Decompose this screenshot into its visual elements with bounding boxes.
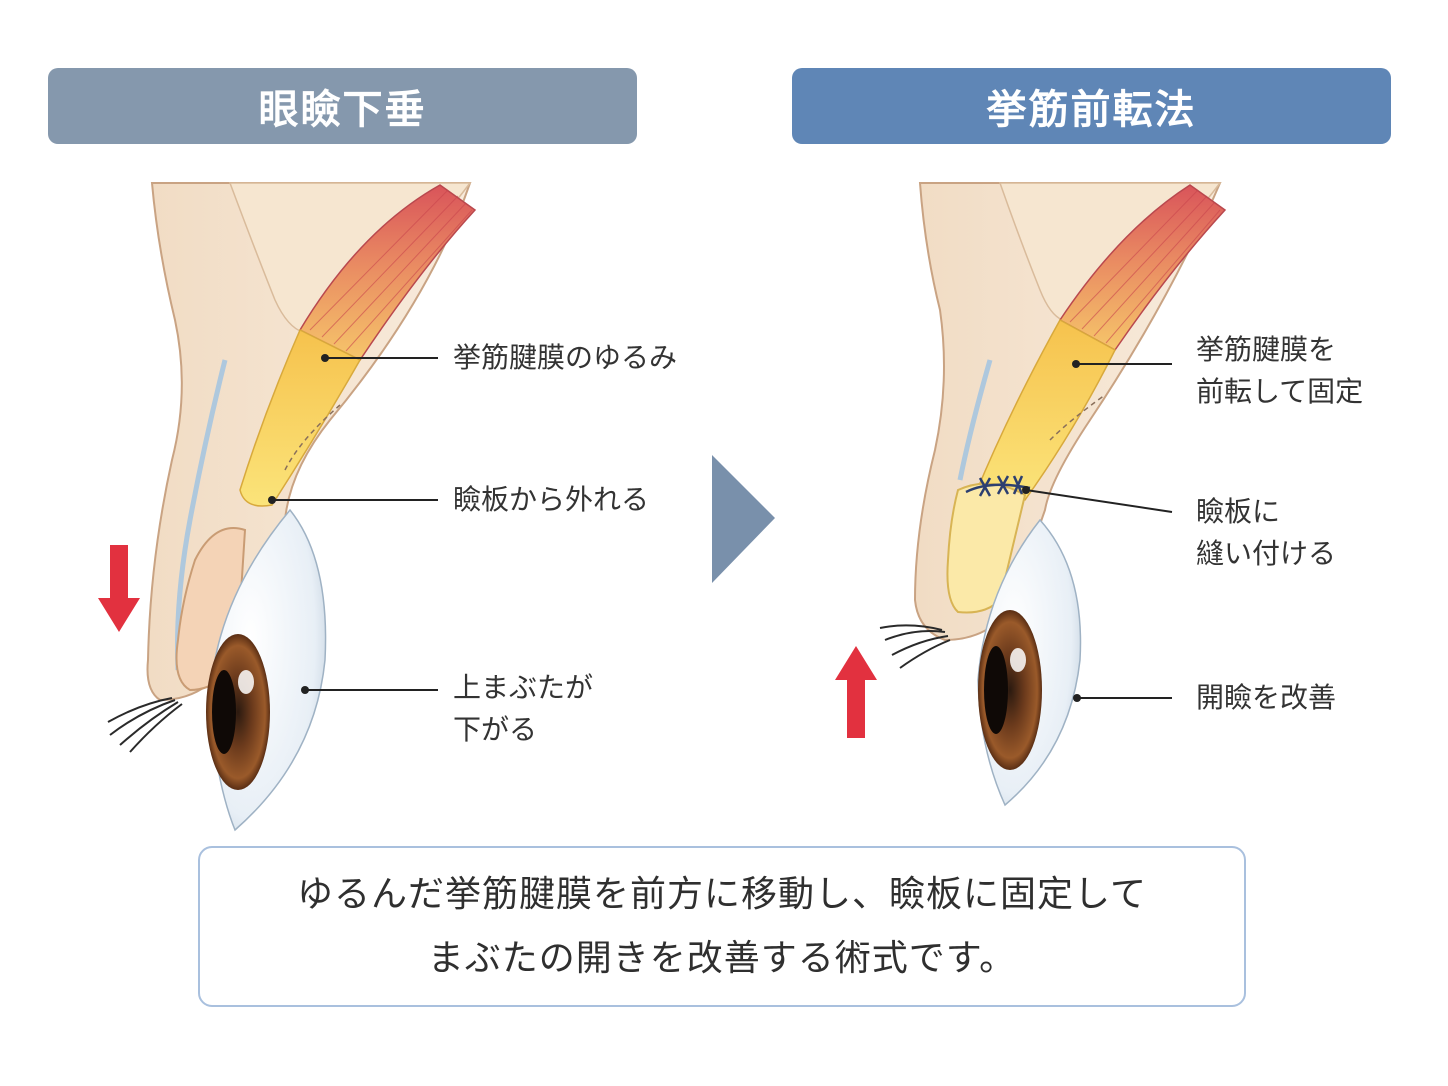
left-pupil (212, 670, 236, 754)
label-eyelid-droops: 上まぶたが 下がる (453, 671, 594, 746)
label-eye-opening-improved: 開瞼を改善 (1196, 681, 1337, 714)
arrow-down-icon (98, 545, 140, 632)
label-aponeurosis-advanced: 挙筋腱膜を 前転して固定 (1196, 333, 1364, 408)
right-suture-stitches (965, 475, 1031, 497)
label-aponeurosis-loose: 挙筋腱膜のゆるみ (453, 341, 678, 374)
right-eyelid-illustration (879, 182, 1227, 807)
right-pupil (984, 646, 1008, 734)
right-septum-dashed (1049, 394, 1106, 441)
left-aponeurosis-loose (239, 328, 362, 507)
summary-box: ゆるんだ挙筋腱膜を前方に移動し、瞼板に固定して まぶたの開きを改善する術式です。 (198, 846, 1246, 1007)
left-eyelashes (107, 697, 183, 753)
header-levator-advancement-title: 挙筋前転法 (986, 87, 1197, 133)
right-eyelashes (879, 624, 951, 669)
left-conjunctiva (175, 359, 228, 671)
left-eye-highlight (238, 670, 254, 694)
left-eyelid-illustration (107, 182, 477, 832)
header-ptosis-title: 眼瞼下垂 (258, 87, 427, 133)
left-septum-dashed (284, 404, 341, 471)
summary-text: ゆるんだ挙筋腱膜を前方に移動し、瞼板に固定して まぶたの開きを改善する術式です。 (297, 873, 1147, 979)
header-levator-advancement: 挙筋前転法 (792, 68, 1391, 144)
label-sutured-to-tarsus: 瞼板に 縫い付ける (1196, 495, 1337, 570)
right-leader-sutured (1025, 489, 1173, 513)
arrow-up-icon (835, 646, 877, 738)
right-eye-highlight (1010, 648, 1026, 672)
chevron-right-icon (712, 455, 775, 583)
label-detached-from-tarsus: 瞼板から外れる (453, 483, 650, 516)
right-conjunctiva (957, 359, 993, 481)
header-ptosis: 眼瞼下垂 (48, 68, 637, 144)
left-levator-muscle (298, 184, 477, 361)
